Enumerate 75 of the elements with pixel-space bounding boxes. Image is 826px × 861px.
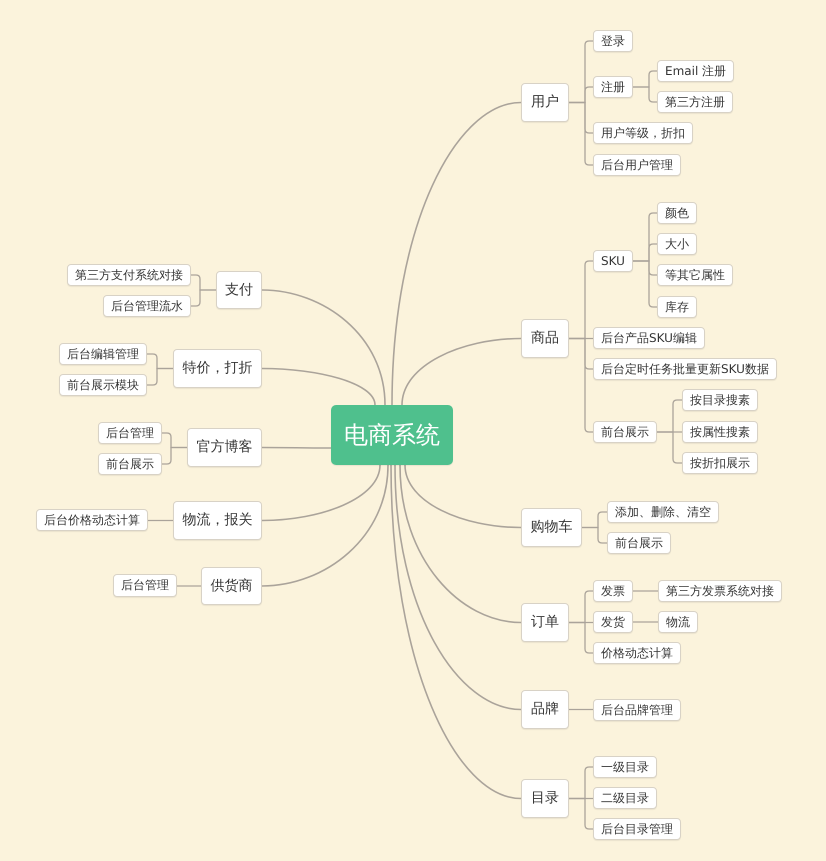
connector-line (147, 368, 173, 386)
subtopic-box: 后台管理流水 (103, 295, 191, 317)
connector-line (633, 590, 658, 592)
connector-line (569, 708, 593, 710)
subtopic-box: 后台管理 (113, 574, 177, 597)
branch-curve (401, 338, 522, 406)
subtopic-box: 价格动态计算 (593, 642, 681, 664)
subtopic-box: 二级目录 (593, 787, 657, 809)
subtopic-box: 前台展示模块 (59, 374, 147, 396)
connector-line (657, 431, 682, 464)
subtopic-box: 一级目录 (593, 756, 657, 778)
subtopic-box: Email 注册 (657, 60, 734, 82)
subtopic-box: 第三方发票系统对接 (658, 580, 782, 602)
subtopic-box: 库存 (657, 296, 697, 318)
connector-line (148, 520, 173, 522)
topic-box: 购物车 (521, 508, 582, 547)
topic-box: 官方博客 (187, 428, 262, 467)
subtopic-box: 按目录搜素 (682, 389, 758, 411)
topic-box: 物流，报关 (173, 501, 262, 540)
subtopic-box: 物流 (658, 611, 698, 633)
branch-curve (390, 464, 522, 800)
topic-box: 订单 (521, 603, 569, 642)
subtopic-box: 后台品牌管理 (593, 699, 681, 721)
topic-box: 特价，打折 (173, 349, 262, 388)
subtopic-box: 颜色 (657, 202, 697, 224)
topic-box: 商品 (521, 319, 569, 358)
subtopic-box: 按折扣展示 (682, 452, 758, 474)
branch-curve (399, 464, 522, 624)
subtopic-box: 前台展示 (593, 421, 657, 443)
subtopic-box: 发票 (593, 580, 633, 602)
subtopic-box: 后台用户管理 (593, 154, 681, 176)
branch-curve (262, 464, 381, 522)
subtopic-box: 第三方支付系统对接 (67, 264, 191, 286)
branch-curve (394, 464, 522, 710)
connector-line (633, 260, 657, 308)
connector-line (569, 798, 593, 830)
subtopic-box: 按属性搜素 (682, 421, 758, 443)
subtopic-box: 等其它属性 (657, 264, 733, 286)
connector-line (569, 102, 593, 166)
subtopic-box: 用户等级，折扣 (593, 122, 693, 144)
subtopic-box: SKU (593, 250, 633, 272)
subtopic-box: 添加、删除、清空 (607, 501, 719, 523)
topic-box: 品牌 (521, 690, 569, 729)
branch-curve (262, 446, 331, 449)
subtopic-box: 后台管理 (98, 422, 162, 444)
subtopic-box: 后台定时任务批量更新SKU数据 (593, 358, 777, 380)
subtopic-box: 注册 (593, 76, 633, 98)
connector-line (177, 585, 201, 587)
connector-line (633, 621, 658, 623)
topic-box: 用户 (521, 83, 569, 122)
branch-curve (404, 464, 522, 528)
subtopic-box: 后台编辑管理 (59, 343, 147, 365)
connector-line (633, 86, 657, 103)
topic-box: 供货商 (201, 567, 262, 605)
branch-curve (262, 368, 376, 406)
subtopic-box: 前台展示 (607, 532, 671, 554)
connector-line (582, 526, 607, 544)
subtopic-box: 前台展示 (98, 453, 162, 475)
central-topic-box: 电商系统 (331, 405, 453, 465)
subtopic-box: 后台目录管理 (593, 818, 681, 840)
subtopic-box: 后台产品SKU编辑 (593, 327, 705, 349)
connector-line (569, 622, 593, 654)
topic-box: 目录 (521, 779, 569, 818)
branch-curve (262, 289, 386, 406)
branch-curve (391, 102, 522, 406)
subtopic-box: 发货 (593, 611, 633, 633)
subtopic-box: 后台价格动态计算 (36, 509, 148, 531)
branch-curve (262, 464, 389, 587)
subtopic-box: 第三方注册 (657, 91, 733, 113)
subtopic-box: 登录 (593, 30, 633, 52)
connector-line (162, 446, 187, 465)
topic-box: 支付 (216, 271, 262, 309)
subtopic-box: 大小 (657, 233, 697, 255)
connector-line (191, 289, 216, 307)
connector-line (569, 338, 593, 433)
